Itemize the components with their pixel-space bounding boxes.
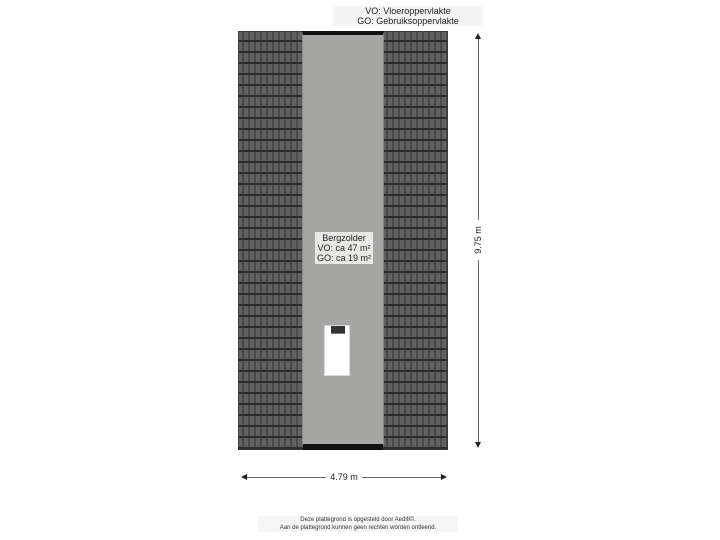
arrow-down-icon: [475, 442, 481, 448]
legend: VO: Vloeroppervlakte GO: Gebruiksoppervl…: [333, 6, 483, 26]
room-label: Bergzolder VO: ca 47 m² GO: ca 19 m²: [315, 232, 373, 264]
hatch-bar: [331, 326, 345, 334]
legend-vo: VO: Vloeroppervlakte: [365, 6, 451, 16]
room-name: Bergzolder: [322, 233, 366, 243]
legend-go: GO: Gebruiksoppervlakte: [357, 16, 459, 26]
room-go: GO: ca 19 m²: [316, 253, 371, 263]
arrow-up-icon: [475, 33, 481, 39]
room-vo: VO: ca 47 m²: [317, 243, 371, 253]
roof-hatch-icon: [324, 325, 350, 376]
arrow-right-icon: [441, 474, 447, 480]
height-dimension-label: 9.75 m: [472, 220, 484, 260]
footer-disclaimer: Deze plattegrond is opgesteld door Aedif…: [258, 516, 458, 532]
arrow-left-icon: [241, 474, 247, 480]
width-dimension-label: 4.79 m: [326, 471, 362, 483]
footer-line-1: Deze plattegrond is opgesteld door Aedif…: [300, 517, 416, 523]
footer-line-2: Aan de plattegrond kunnen geen rechten w…: [279, 525, 437, 531]
